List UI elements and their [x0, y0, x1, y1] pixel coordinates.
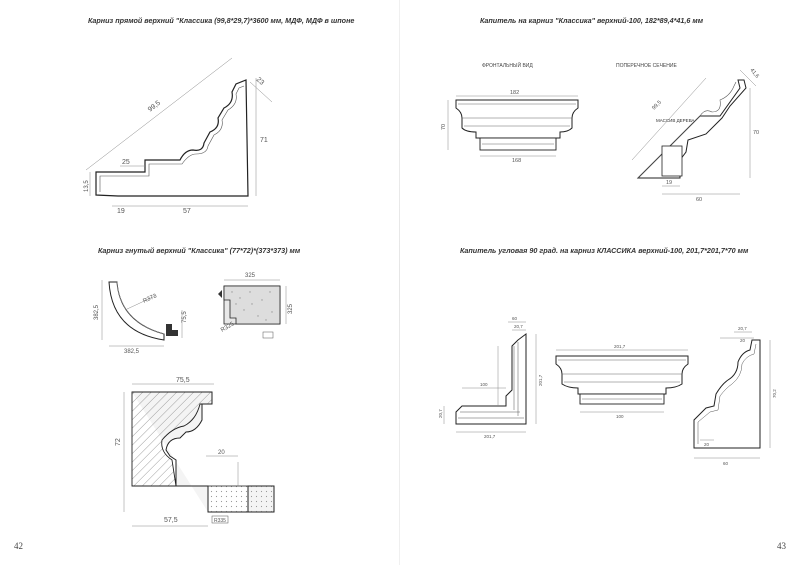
- label-front-view: ФРОНТАЛЬНЫЙ ВИД: [482, 61, 533, 69]
- dim-100-front: 100: [616, 414, 624, 419]
- dim-75-5: 75,5: [176, 377, 190, 384]
- corner-capital-drawing: 60 20,7 100 201,7 201,7 20,7 201,7 100 2…: [438, 316, 777, 466]
- dim-168: 168: [512, 158, 521, 164]
- dim-20-7-plan-top: 20,7: [514, 324, 523, 329]
- dim-20-7-section: 20,7: [738, 326, 747, 331]
- dim-182: 182: [510, 90, 519, 96]
- dim-382-5-h: 382,5: [124, 349, 140, 355]
- left-page: Карниз прямой верхний "Классика (99,8*29…: [14, 16, 355, 551]
- dim-25: 25: [122, 159, 130, 166]
- dim-R373: R373: [142, 293, 158, 305]
- label-cross-section: ПОПЕРЕЧНОЕ СЕЧЕНИЕ: [616, 63, 677, 69]
- dim-23: 23: [255, 76, 266, 86]
- section-title-curved-cornice: Карниз гнутый верхний "Классика" (77*72)…: [98, 246, 301, 255]
- dim-201-7-front: 201,7: [614, 344, 626, 349]
- curved-cornice-drawing: 382,5 R373 382,5 75,5 325 R325 325: [94, 273, 294, 527]
- dim-325-v: 325: [288, 303, 294, 314]
- straight-cornice-profile: [95, 79, 249, 197]
- dim-201-7-plan-h: 201,7: [484, 434, 496, 439]
- dim-100-plan: 100: [480, 382, 488, 387]
- dim-60-section: 60: [723, 461, 729, 466]
- page-number-left: 42: [14, 541, 23, 551]
- dim-20-section-bottom: 20: [704, 442, 710, 447]
- dim-325-h: 325: [245, 273, 256, 279]
- dim-20-7-plan-side: 20,7: [438, 409, 443, 418]
- section-title-corner-capital: Капитель угловая 90 град. на карниз КЛАС…: [460, 246, 749, 255]
- dim-60-cap: 60: [696, 197, 702, 203]
- dim-20: 20: [218, 450, 225, 456]
- dim-60-plan: 60: [512, 316, 518, 321]
- dim-75-5-small: 75,5: [182, 311, 188, 323]
- dim-201-7-plan-v: 201,7: [538, 374, 543, 386]
- dim-57: 57: [183, 208, 191, 215]
- dim-70-cap: 70: [753, 130, 759, 136]
- right-page: Капитель на карниз "Классика" верхний-10…: [400, 0, 800, 565]
- book-spine: [399, 0, 400, 565]
- dim-13-5: 13,5: [84, 180, 90, 192]
- section-title-straight-cornice: Карниз прямой верхний "Классика (99,8*29…: [88, 16, 355, 25]
- dim-70-2-section: 70,2: [772, 389, 777, 398]
- label-solid-wood: МАССИВ ДЕРЕВА: [656, 118, 695, 123]
- dim-20-section-top: 20: [740, 338, 746, 343]
- capital-drawing: ФРОНТАЛЬНЫЙ ВИД ПОПЕРЕЧНОЕ СЕЧЕНИЕ 182 7…: [441, 61, 760, 203]
- dim-41-6: 41,6: [748, 67, 759, 79]
- page-number-right: 43: [777, 541, 786, 551]
- dim-70-front: 70: [441, 124, 447, 130]
- dim-19: 19: [117, 208, 125, 215]
- dim-72: 72: [115, 438, 122, 446]
- dim-57-5: 57,5: [164, 517, 178, 524]
- dim-R335: R335: [214, 518, 226, 524]
- dim-71: 71: [260, 137, 268, 144]
- straight-cornice-drawing: 99,5 23 71 25 13,5 19 57: [84, 57, 273, 215]
- dim-382-5-v: 382,5: [94, 304, 100, 320]
- dim-19-cap: 19: [666, 180, 672, 186]
- dim-99-5-cap: 99,5: [651, 100, 663, 112]
- section-title-capital: Капитель на карниз "Классика" верхний-10…: [480, 16, 704, 25]
